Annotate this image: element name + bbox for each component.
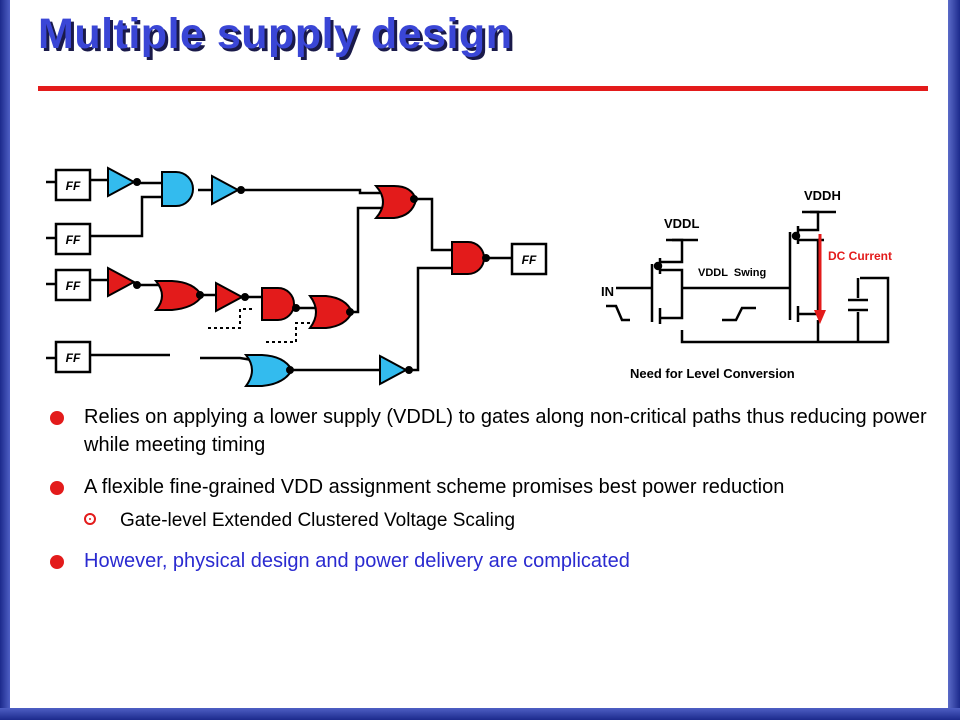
buffer-gate-high-1	[107, 166, 141, 198]
bullet-text: However, physical design and power deliv…	[84, 550, 630, 572]
dc-current-arrowhead	[814, 310, 826, 324]
bullet-item: A flexible fine-grained VDD assignment s…	[48, 473, 928, 533]
flip-flop-output: FF	[510, 242, 548, 276]
vddh-label: VDDH	[804, 188, 841, 203]
dc-current-label: DC Current	[828, 249, 892, 263]
flip-flop-3: FF	[46, 268, 92, 302]
flip-flop-2: FF	[46, 222, 92, 256]
slide-frame-left	[0, 0, 10, 720]
buffer-gate-high-2	[211, 174, 245, 206]
slide-title: Multiple supply design	[38, 10, 513, 58]
in-label: IN	[601, 284, 614, 299]
bullet-dot-icon	[50, 481, 64, 495]
ff-label: FF	[66, 233, 81, 247]
or-gate-low-3	[373, 185, 418, 219]
level-conversion-caption: Need for Level Conversion	[630, 366, 795, 381]
bullet-dot-icon	[50, 411, 64, 425]
buffer-gate-high-3	[379, 354, 413, 386]
or-gate-high-1	[243, 354, 294, 387]
flip-flop-1: FF	[46, 168, 92, 202]
vddl-swing-label: VDDL Swing	[698, 267, 766, 279]
sub-bullet-text: Gate-level Extended Clustered Voltage Sc…	[120, 510, 516, 531]
ff-label: FF	[66, 179, 81, 193]
buffer-gate-low-1	[107, 266, 141, 298]
sub-bullet-ring-icon	[84, 513, 96, 525]
bullet-list: Relies on applying a lower supply (VDDL)…	[48, 403, 928, 589]
bullet-text: A flexible fine-grained VDD assignment s…	[84, 476, 785, 498]
ff-label: FF	[522, 253, 537, 267]
vddl-label: VDDL	[664, 216, 699, 231]
or-gate-low-2	[308, 295, 354, 329]
bullet-item: Relies on applying a lower supply (VDDL)…	[48, 403, 928, 459]
ff-label: FF	[66, 351, 81, 365]
and-gate-low-2	[451, 241, 490, 275]
slide-frame-bottom	[0, 708, 960, 720]
bullet-item: However, physical design and power deliv…	[48, 547, 928, 575]
sub-bullet-item: Gate-level Extended Clustered Voltage Sc…	[84, 509, 928, 533]
buffer-gate-low-2	[215, 281, 249, 313]
flip-flop-4: FF	[46, 340, 92, 374]
level-converter-schematic	[606, 210, 890, 344]
or-gate-low-1	[153, 280, 204, 311]
bullet-dot-icon	[50, 555, 64, 569]
bullet-text: Relies on applying a lower supply (VDDL)…	[84, 406, 927, 456]
ff-label: FF	[66, 279, 81, 293]
and-gate-high-1	[161, 171, 194, 207]
title-underline	[38, 86, 928, 91]
slide-frame-right	[948, 0, 960, 720]
and-gate-low-1	[261, 287, 300, 321]
